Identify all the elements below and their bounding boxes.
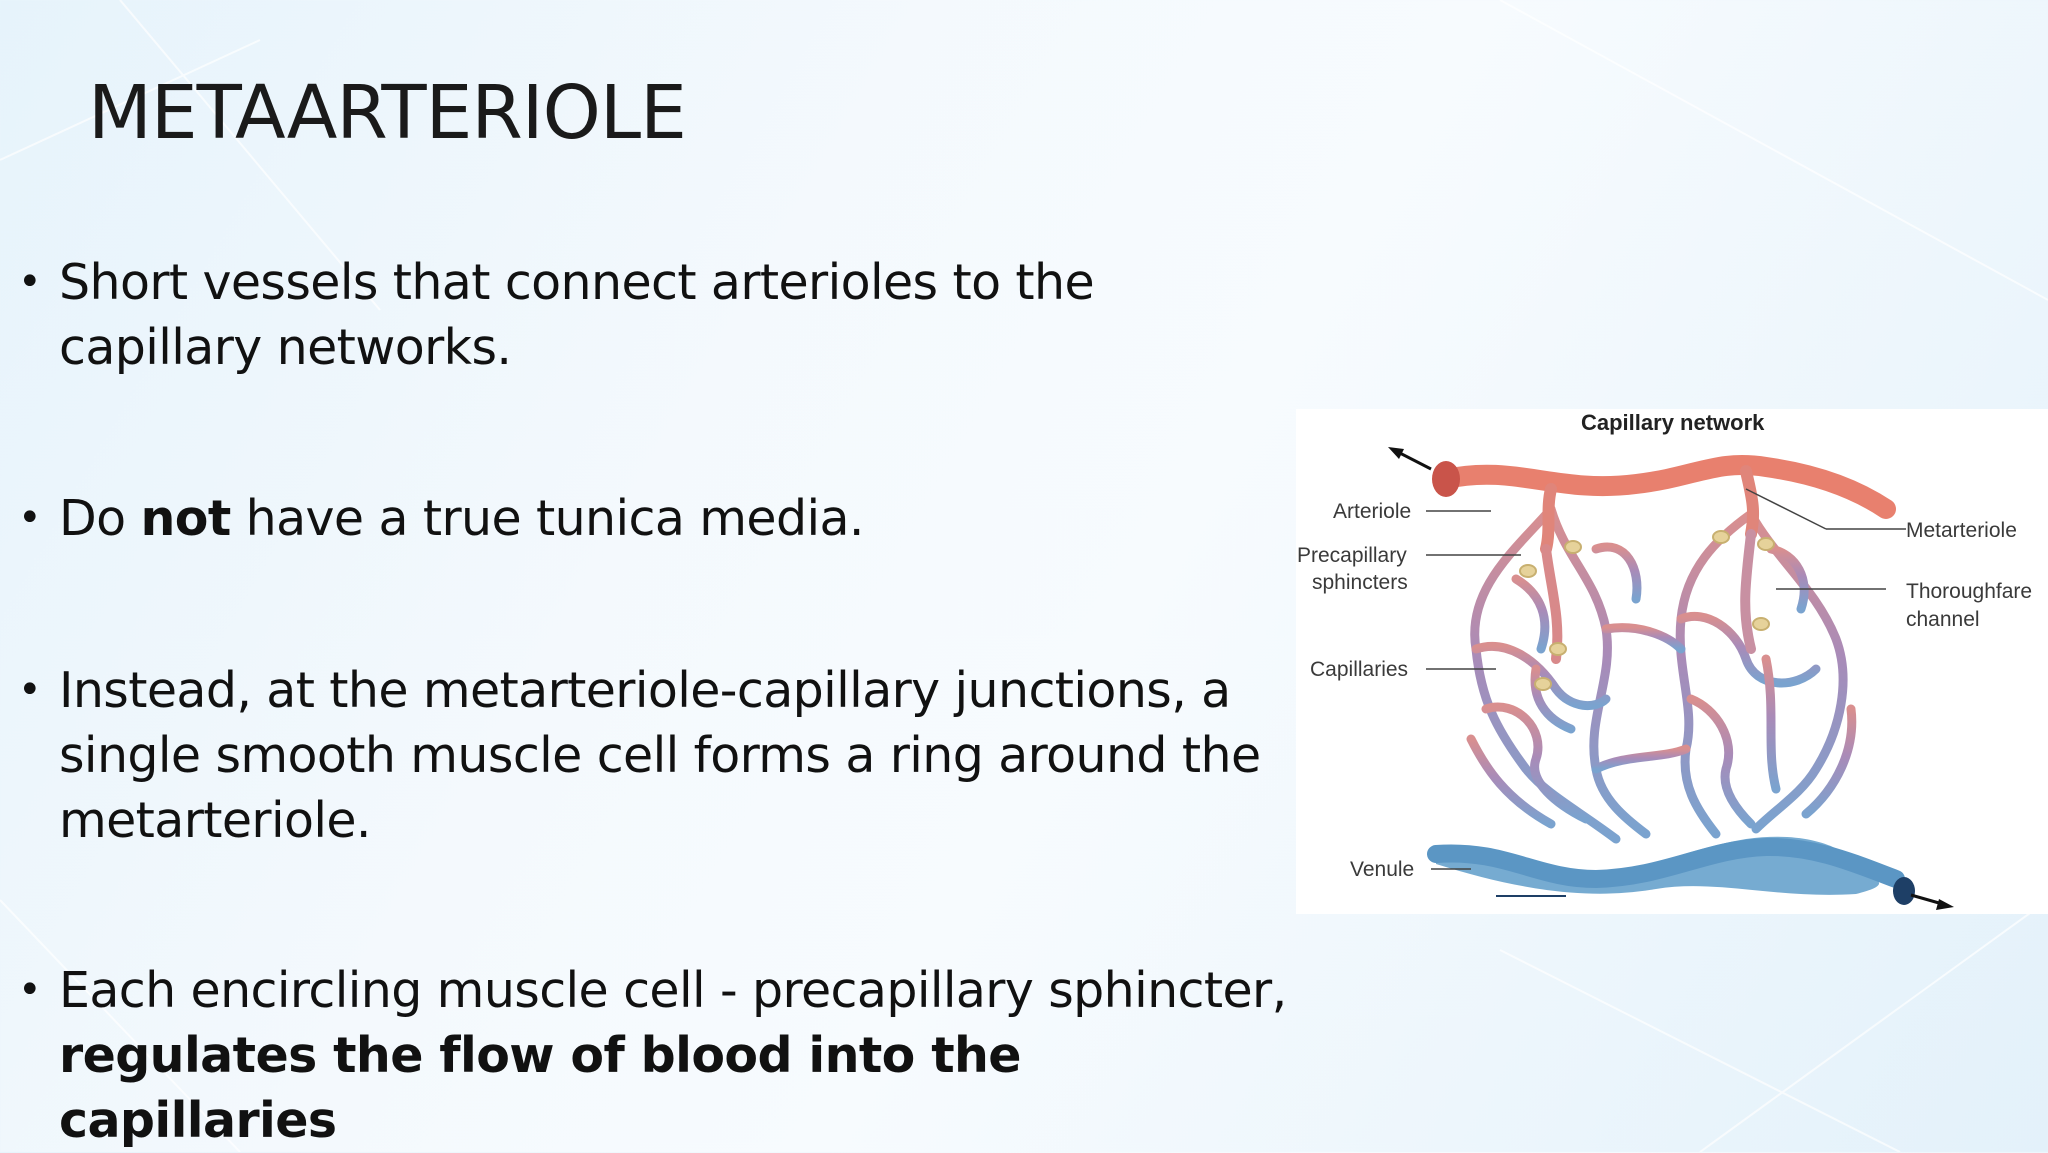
- bullet-text: Short vessels that connect arterioles to…: [59, 254, 1095, 376]
- precapillary-sphincters: [1519, 530, 1775, 691]
- figure-labels: Arteriole Precapillary sphincters Capill…: [1297, 500, 2032, 881]
- bullet-item: • Short vessels that connect arterioles …: [18, 250, 1298, 380]
- bullet-text-bold: not: [140, 490, 232, 547]
- bullet-text-bold: regulates the flow of blood into the cap…: [59, 1027, 1022, 1149]
- venule-vessel: [1427, 836, 1954, 910]
- label-arteriole: Arteriole: [1333, 500, 1411, 523]
- capillary-bed: [1466, 504, 1857, 844]
- bullet-item: • Do not have a true tunica media.: [18, 486, 1298, 551]
- label-leaders: [1426, 488, 1906, 870]
- label-precapillary-1: Precapillary: [1297, 544, 1407, 567]
- arteriole-vessel: [1388, 447, 1896, 664]
- bullet-dot: •: [18, 667, 42, 713]
- bullet-text: Each encircling muscle cell - precapilla…: [59, 958, 1298, 1153]
- bullet-text: Do not have a true tunica media.: [59, 486, 1298, 551]
- label-venule: Venule: [1350, 858, 1414, 881]
- bullet-dot: •: [18, 967, 42, 1013]
- bullet-dot: •: [18, 495, 42, 541]
- slide-title: METAARTERIOLE: [88, 70, 687, 156]
- label-capillaries: Capillaries: [1310, 658, 1408, 681]
- bullet-text-post: have a true tunica media.: [230, 490, 865, 547]
- figure-title: Capillary network: [1581, 410, 1765, 435]
- bullet-item: • Instead, at the metarteriole-capillary…: [18, 658, 1298, 853]
- bullet-text-pre: Each encircling muscle cell - precapilla…: [59, 962, 1287, 1019]
- bullet-dot: •: [18, 259, 42, 305]
- label-metarteriole: Metarteriole: [1906, 519, 2017, 542]
- capillary-network-figure: Capillary network: [1296, 409, 2048, 914]
- bullet-text: Instead, at the metarteriole-capillary j…: [59, 662, 1261, 849]
- label-thoroughfare-1: Thoroughfare: [1906, 580, 2032, 603]
- bullet-item: • Each encircling muscle cell - precapil…: [18, 958, 1298, 1153]
- label-precapillary-2: sphincters: [1312, 571, 1408, 594]
- capillary-network-illustration: Capillary network: [1297, 410, 2032, 910]
- bullet-text-pre: Do: [59, 490, 141, 547]
- label-thoroughfare-2: channel: [1906, 608, 1980, 631]
